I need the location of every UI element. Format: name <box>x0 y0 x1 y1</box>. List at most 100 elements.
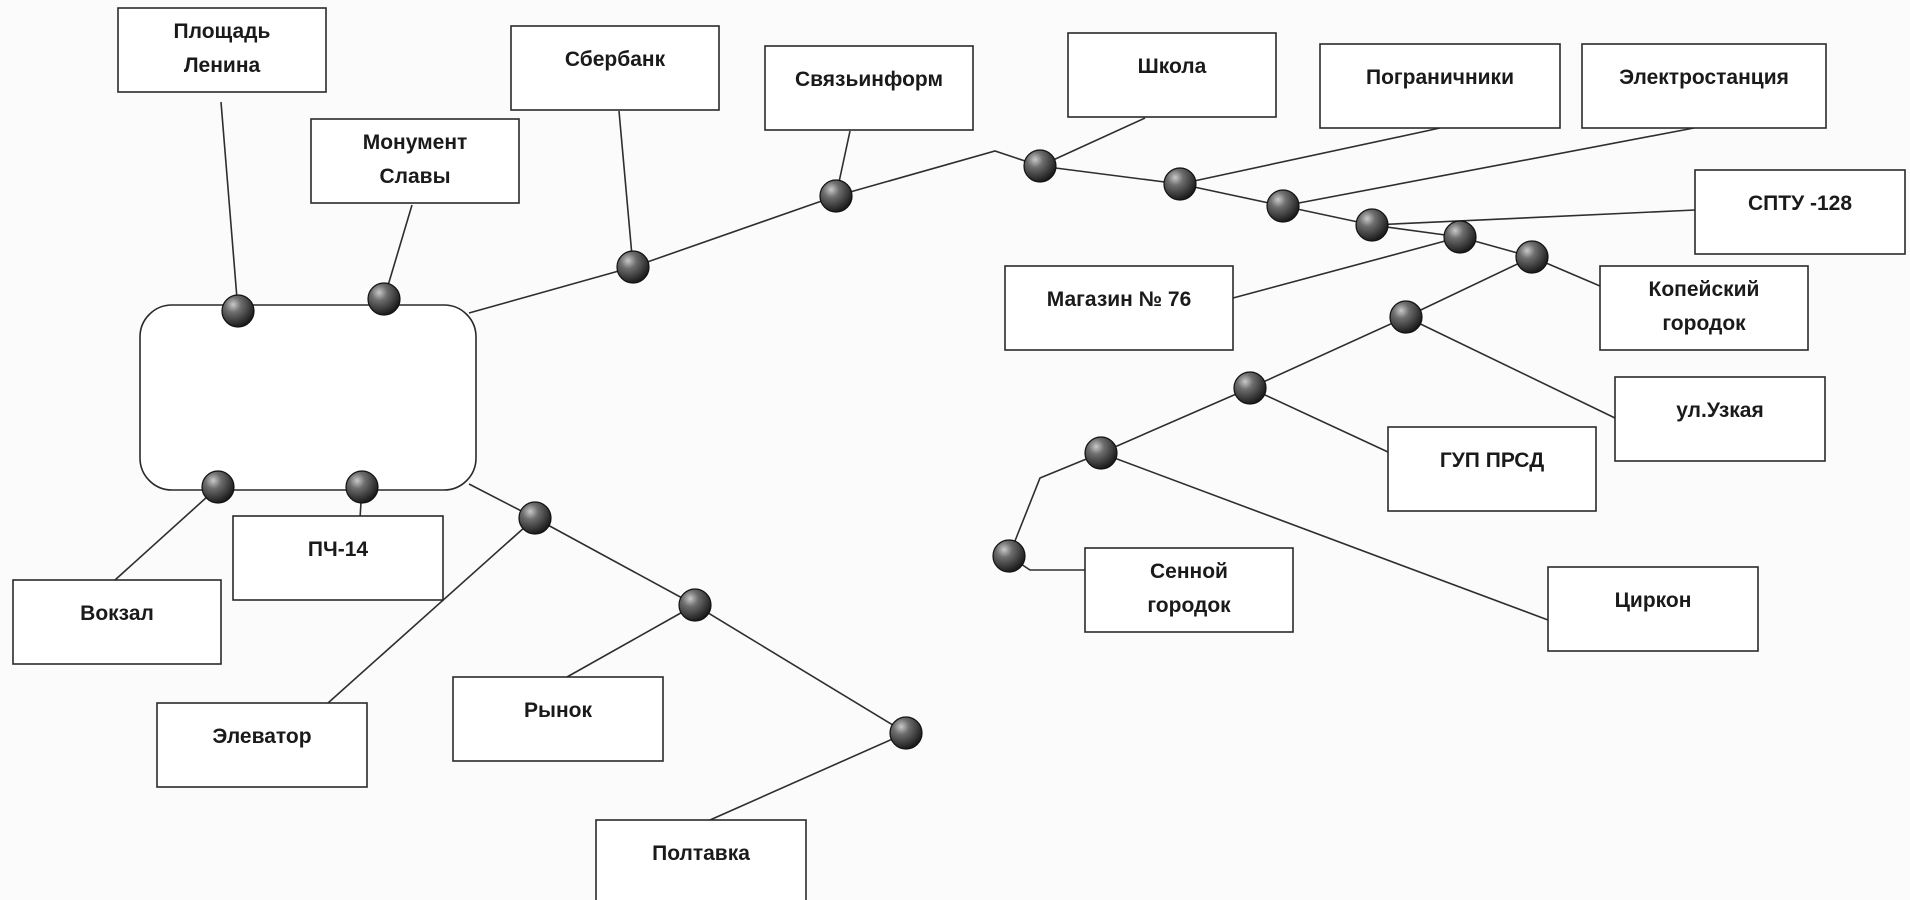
station-label: ГУП ПРСД <box>1440 449 1544 472</box>
station-label: Полтавка <box>652 842 750 865</box>
junction-node <box>345 470 379 504</box>
station-box-frame <box>510 25 720 111</box>
connector-line <box>220 101 239 312</box>
connector-line <box>618 110 634 268</box>
junction-node <box>221 294 255 328</box>
station-box-rynok: Рынок <box>452 676 664 762</box>
station-label: Рынок <box>524 699 592 722</box>
connector-line <box>114 486 219 581</box>
station-label: Сбербанк <box>565 48 666 71</box>
station-box-frame <box>595 819 807 900</box>
station-label: Школа <box>1138 55 1207 78</box>
station-box-elevator: Элеватор <box>156 702 368 788</box>
junction-node <box>1023 149 1057 183</box>
station-box-frame <box>117 7 327 93</box>
station-box-frame <box>452 676 664 762</box>
station-label: Связьинформ <box>795 68 943 91</box>
station-box-tsirkon: Циркон <box>1547 566 1759 652</box>
station-label: Пограничники <box>1366 66 1514 89</box>
station-box-frame <box>1084 547 1294 633</box>
connector-line <box>1405 316 1616 419</box>
station-label: Ленина <box>184 54 261 77</box>
station-label: городок <box>1147 594 1231 617</box>
station-label: Славы <box>379 165 450 188</box>
station-box-gup-prsd: ГУП ПРСД <box>1387 426 1597 512</box>
station-box-sennoy-gorodok: Сенной городок <box>1084 547 1294 633</box>
station-box-frame <box>1581 43 1827 129</box>
connector-line <box>468 150 1533 314</box>
station-label: СПТУ -128 <box>1748 192 1852 215</box>
station-box-kopeyskiy-gorodok: Копейский городок <box>1599 265 1809 351</box>
junction-node <box>678 588 712 622</box>
station-box-poltavka: Полтавка <box>595 819 807 900</box>
station-box-frame <box>1387 426 1597 512</box>
connector-line <box>1282 127 1695 207</box>
junction-node <box>518 501 552 535</box>
station-box-frame <box>1599 265 1809 351</box>
junction-node <box>616 250 650 284</box>
station-box-frame <box>156 702 368 788</box>
station-box-pch-14: ПЧ-14 <box>232 515 444 601</box>
connector-line <box>566 604 696 678</box>
connector-line <box>1371 209 1696 226</box>
station-label: Магазин № 76 <box>1047 288 1192 311</box>
station-label: Элеватор <box>212 725 311 748</box>
junction-node <box>889 716 923 750</box>
connector-line <box>327 517 536 704</box>
station-label: ул.Узкая <box>1676 399 1763 422</box>
junction-node <box>201 470 235 504</box>
connector-line <box>709 732 907 821</box>
station-box-magazin-76: Магазин № 76 <box>1004 265 1234 351</box>
station-label: Копейский <box>1649 278 1760 301</box>
junction-node <box>1084 436 1118 470</box>
junction-node <box>1515 240 1549 274</box>
station-label: Сенной <box>1150 560 1228 583</box>
station-box-sptu-128: СПТУ -128 <box>1694 169 1906 255</box>
station-label: Монумент <box>363 131 468 154</box>
junction-node <box>1443 220 1477 254</box>
station-box-frame <box>232 515 444 601</box>
connector-line <box>1008 256 1533 557</box>
station-label: ПЧ-14 <box>308 538 369 561</box>
station-label: Вокзал <box>80 602 154 625</box>
station-label: Электростанция <box>1619 66 1789 89</box>
junction-node <box>1389 300 1423 334</box>
station-label: городок <box>1662 312 1746 335</box>
station-box-frame <box>764 45 974 131</box>
station-box-frame <box>1004 265 1234 351</box>
connector-line <box>1100 452 1549 621</box>
junction-nodes <box>201 149 1549 750</box>
station-box-frame <box>1547 566 1759 652</box>
station-box-frame <box>310 118 520 204</box>
station-box-shkola: Школа <box>1067 32 1277 118</box>
station-label: Площадь <box>174 20 271 43</box>
connector-line <box>1249 387 1389 453</box>
station-box-ul-uzkaya: ул.Узкая <box>1614 376 1826 462</box>
junction-node <box>992 539 1026 573</box>
junction-node <box>1233 371 1267 405</box>
station-box-frame <box>1067 32 1277 118</box>
station-box-frame <box>1614 376 1826 462</box>
central-hub <box>139 304 477 491</box>
station-box-svyazinform: Связьинформ <box>764 45 974 131</box>
station-box-frame <box>1319 43 1561 129</box>
connector-line <box>1039 117 1146 167</box>
station-box-pogranichniki: Пограничники <box>1319 43 1561 129</box>
station-box-frame <box>12 579 222 665</box>
connector-line <box>1232 236 1461 299</box>
junction-node <box>1163 167 1197 201</box>
station-box-sberbank: Сбербанк <box>510 25 720 111</box>
station-box-frame <box>1694 169 1906 255</box>
junction-node <box>1355 208 1389 242</box>
station-box-elektrostantsiya: Электростанция <box>1581 43 1827 129</box>
junction-node <box>367 282 401 316</box>
station-box-vokzal: Вокзал <box>12 579 222 665</box>
connector-line <box>1179 127 1441 185</box>
junction-node <box>819 179 853 213</box>
connection-lines <box>114 101 1696 821</box>
connector-line <box>468 483 907 734</box>
